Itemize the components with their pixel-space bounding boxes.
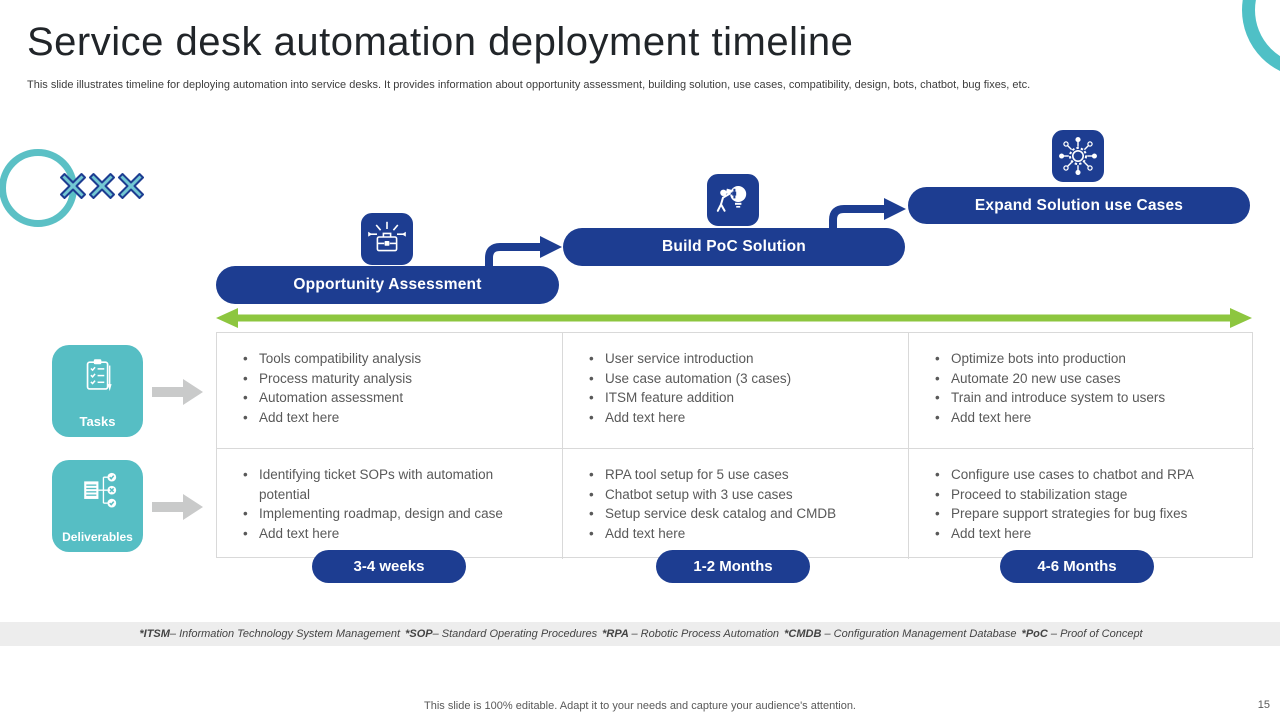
milestone-pill-build-poc-solution[interactable]: Build PoC Solution [563,228,905,266]
bullet-item: Identifying ticket SOPs with automation … [243,465,544,504]
bullet-item: Prepare support strategies for bug fixes [935,504,1236,524]
deliverables-cell-phase-2[interactable]: RPA tool setup for 5 use casesChatbot se… [563,449,909,559]
bullet-item: Add text here [243,408,544,428]
bullet-item: Train and introduce system to users [935,388,1236,408]
tasks-cell-phase-2[interactable]: User service introductionUse case automa… [563,333,909,449]
bullet-item: RPA tool setup for 5 use cases [589,465,890,485]
glossary-text: *ITSM– Information Technology System Man… [139,628,1143,640]
bullet-item: Use case automation (3 cases) [589,369,890,389]
bullet-item: Automation assessment [243,388,544,408]
bullet-item: Process maturity analysis [243,369,544,389]
milestone-label: Expand Solution use Cases [974,196,1184,214]
milestone-pill-opportunity-assessment[interactable]: Opportunity Assessment [216,266,559,304]
bullet-item: Automate 20 new use cases [935,369,1236,389]
bullet-item: Optimize bots into production [935,349,1236,369]
duration-label: 1-2 Months [693,558,773,575]
gear-network-icon [1059,137,1097,175]
milestone-label: Build PoC Solution [662,238,806,255]
document-check-icon [83,472,116,508]
editable-note: This slide is 100% editable. Adapt it to… [424,700,856,712]
x-mark-icon [89,173,115,199]
bullet-item: Add text here [935,524,1236,544]
tasks-label-box[interactable]: Tasks [52,345,143,437]
duration-label: 3-4 weeks [353,558,425,575]
duration-pill-phase-1[interactable]: 3-4 weeks [312,550,466,583]
deliverables-label: Deliverables [62,530,133,544]
page-title: Service desk automation deployment timel… [27,20,854,64]
milestone-icon-box[interactable] [1050,128,1106,184]
milestone-pill-expand-solution-use-cases[interactable]: Expand Solution use Cases [908,187,1250,224]
timeline-double-arrow [216,308,1252,328]
bullet-item: Setup service desk catalog and CMDB [589,504,890,524]
briefcase-idea-icon [368,221,406,252]
milestone-icon-box[interactable] [705,172,761,228]
bullet-item: Add text here [589,408,890,428]
bullet-item: Add text here [589,524,890,544]
duration-label: 4-6 Months [1037,558,1117,575]
deliverables-label-box[interactable]: Deliverables [52,460,143,552]
deliverables-cell-phase-3[interactable]: Configure use cases to chatbot and RPAPr… [909,449,1254,559]
bullet-item: Add text here [243,524,544,544]
timeline-table: Tools compatibility analysisProcess matu… [216,332,1254,559]
bullet-item: Proceed to stabilization stage [935,485,1236,505]
person-puzzle-bulb-icon [716,186,747,212]
x-marks-decoration [59,172,145,200]
top-right-ring-decoration [1242,0,1280,78]
bullet-item: User service introduction [589,349,890,369]
bullet-item: Chatbot setup with 3 use cases [589,485,890,505]
right-arrow-icon [152,379,203,405]
bullet-item: ITSM feature addition [589,388,890,408]
glossary-bar: *ITSM– Information Technology System Man… [0,622,1280,646]
tasks-cell-phase-3[interactable]: Optimize bots into productionAutomate 20… [909,333,1254,449]
duration-pill-phase-3[interactable]: 4-6 Months [1000,550,1154,583]
bullet-item: Tools compatibility analysis [243,349,544,369]
duration-pill-phase-2[interactable]: 1-2 Months [656,550,810,583]
x-mark-icon [60,173,86,199]
right-arrow-icon [152,494,203,520]
tasks-cell-phase-1[interactable]: Tools compatibility analysisProcess matu… [217,333,563,449]
clipboard-checklist-icon [86,359,112,392]
bullet-item: Implementing roadmap, design and case [243,504,544,524]
page-number: 15 [1257,699,1270,711]
deliverables-cell-phase-1[interactable]: Identifying ticket SOPs with automation … [217,449,563,559]
milestone-label: Opportunity Assessment [293,276,482,293]
slide-subtitle: This slide illustrates timeline for depl… [27,79,1031,91]
x-mark-icon [118,173,144,199]
bullet-item: Add text here [935,408,1236,428]
bullet-item: Configure use cases to chatbot and RPA [935,465,1236,485]
tasks-label: Tasks [79,414,116,429]
milestone-icon-box[interactable] [359,211,415,267]
